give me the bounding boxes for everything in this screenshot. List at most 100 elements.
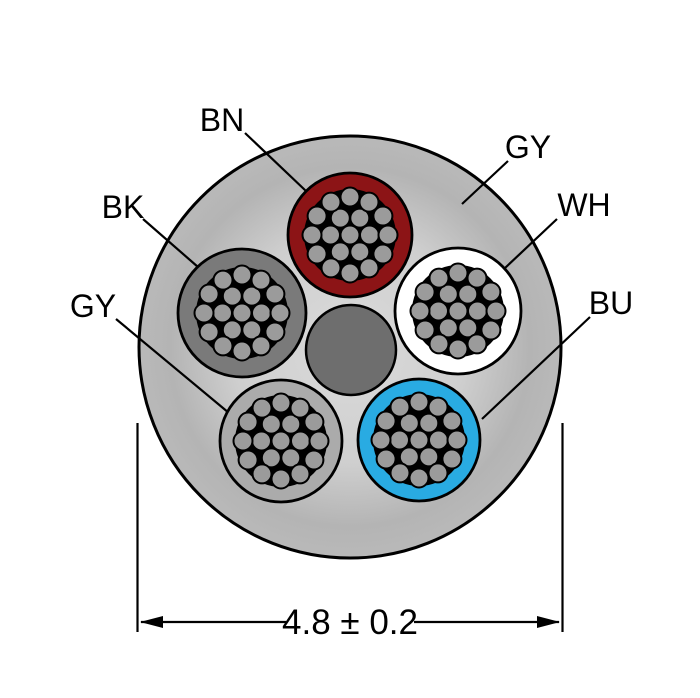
wire-strand (237, 449, 259, 471)
wire-strand (339, 262, 361, 284)
wire-strand (398, 446, 420, 468)
conductor-bu (356, 377, 482, 503)
wire-strand (269, 302, 291, 324)
dimension-arrow-right (537, 616, 560, 628)
wire-strand (339, 224, 361, 246)
conductor-bk-strands (193, 264, 291, 362)
leader-line-bn (244, 132, 307, 192)
wire-strand (270, 468, 292, 490)
wire-strand (370, 429, 392, 451)
wire-strand (408, 429, 430, 451)
wire-strand (264, 283, 286, 305)
wire-strand (427, 462, 449, 484)
wire-strand (241, 285, 263, 307)
wire-strand (231, 264, 253, 286)
wire-strand (446, 429, 468, 451)
wire-strand (280, 413, 302, 435)
conductor-gy (218, 378, 344, 504)
wire-strand (428, 267, 450, 289)
wire-strand (251, 463, 273, 485)
conductor-gy-strands (232, 392, 330, 490)
leader-line-bk (142, 218, 199, 268)
conductor-wh-strands (409, 262, 507, 360)
wire-strand (447, 300, 469, 322)
wire-strand (193, 302, 215, 324)
wire-strand (290, 430, 311, 452)
wire-strand (221, 319, 243, 341)
wire-strand (485, 300, 507, 322)
wire-strand (418, 412, 440, 434)
wire-strand (375, 410, 397, 432)
wire-strand (231, 302, 253, 324)
wire-strand (339, 186, 361, 208)
wire-strand (441, 410, 463, 432)
wire-strand (303, 411, 325, 433)
center-filler (304, 303, 398, 397)
wire-strand (251, 302, 272, 324)
wire-strand (320, 191, 342, 213)
wire-strand (480, 281, 502, 303)
label-gy-core: GY (70, 288, 116, 324)
wire-strand (250, 269, 272, 291)
wire-strand (237, 411, 259, 433)
wire-strand (480, 319, 502, 341)
wire-strand (372, 243, 394, 265)
wire-strand (212, 269, 234, 291)
wire-strand (231, 340, 253, 362)
wire-strand (428, 333, 450, 355)
wire-strand (264, 321, 286, 343)
wire-strand (289, 463, 311, 485)
wire-strand (232, 430, 254, 452)
dimension-callout: 4.8 ± 0.2 (136, 423, 564, 642)
wire-strand (250, 335, 272, 357)
dimension-arrow-left (140, 616, 163, 628)
wire-strand (303, 449, 325, 471)
wire-strand (359, 224, 380, 246)
leader-line-gy-core (115, 318, 230, 414)
label-wh: WH (557, 187, 610, 223)
wire-strand (301, 224, 323, 246)
wire-strand (306, 205, 328, 227)
wire-strand (270, 392, 292, 414)
label-bn: BN (200, 102, 244, 138)
label-gy-jacket: GY (505, 129, 551, 165)
wire-strand (457, 283, 479, 305)
wire-strand (408, 467, 430, 489)
wire-strand (414, 319, 436, 341)
wire-strand (198, 321, 220, 343)
wire-strand (306, 243, 328, 265)
label-bk: BK (102, 189, 145, 225)
wire-strand (389, 396, 411, 418)
wire-strand (372, 205, 394, 227)
wire-strand (427, 396, 449, 418)
wire-strand (408, 391, 430, 413)
conductor-bn-strands (301, 186, 399, 284)
conductor-wh (393, 246, 523, 376)
wire-strand (260, 447, 282, 469)
wire-strand (320, 224, 341, 246)
wire-strand (212, 335, 234, 357)
wire-strand (428, 429, 449, 451)
wire-strand (467, 300, 488, 322)
wire-strand (466, 333, 488, 355)
wire-strand (320, 257, 342, 279)
wire-strand (447, 262, 469, 284)
wire-strand (358, 191, 380, 213)
wire-strand (349, 207, 371, 229)
leader-line-gy-jacket (461, 160, 509, 205)
conductor-bn (286, 171, 414, 299)
wire-strand (251, 397, 273, 419)
wire-strand (377, 224, 399, 246)
wire-strand (389, 462, 411, 484)
wire-strand (441, 448, 463, 470)
wire-strand (428, 300, 449, 322)
dimension-text: 4.8 ± 0.2 (282, 603, 418, 642)
wire-strand (437, 317, 459, 339)
wire-strand (329, 241, 351, 263)
wire-strand (251, 430, 272, 452)
wire-strand (212, 302, 233, 324)
leader-line-wh (504, 218, 558, 269)
wire-strand (289, 397, 311, 419)
wire-strand (466, 267, 488, 289)
